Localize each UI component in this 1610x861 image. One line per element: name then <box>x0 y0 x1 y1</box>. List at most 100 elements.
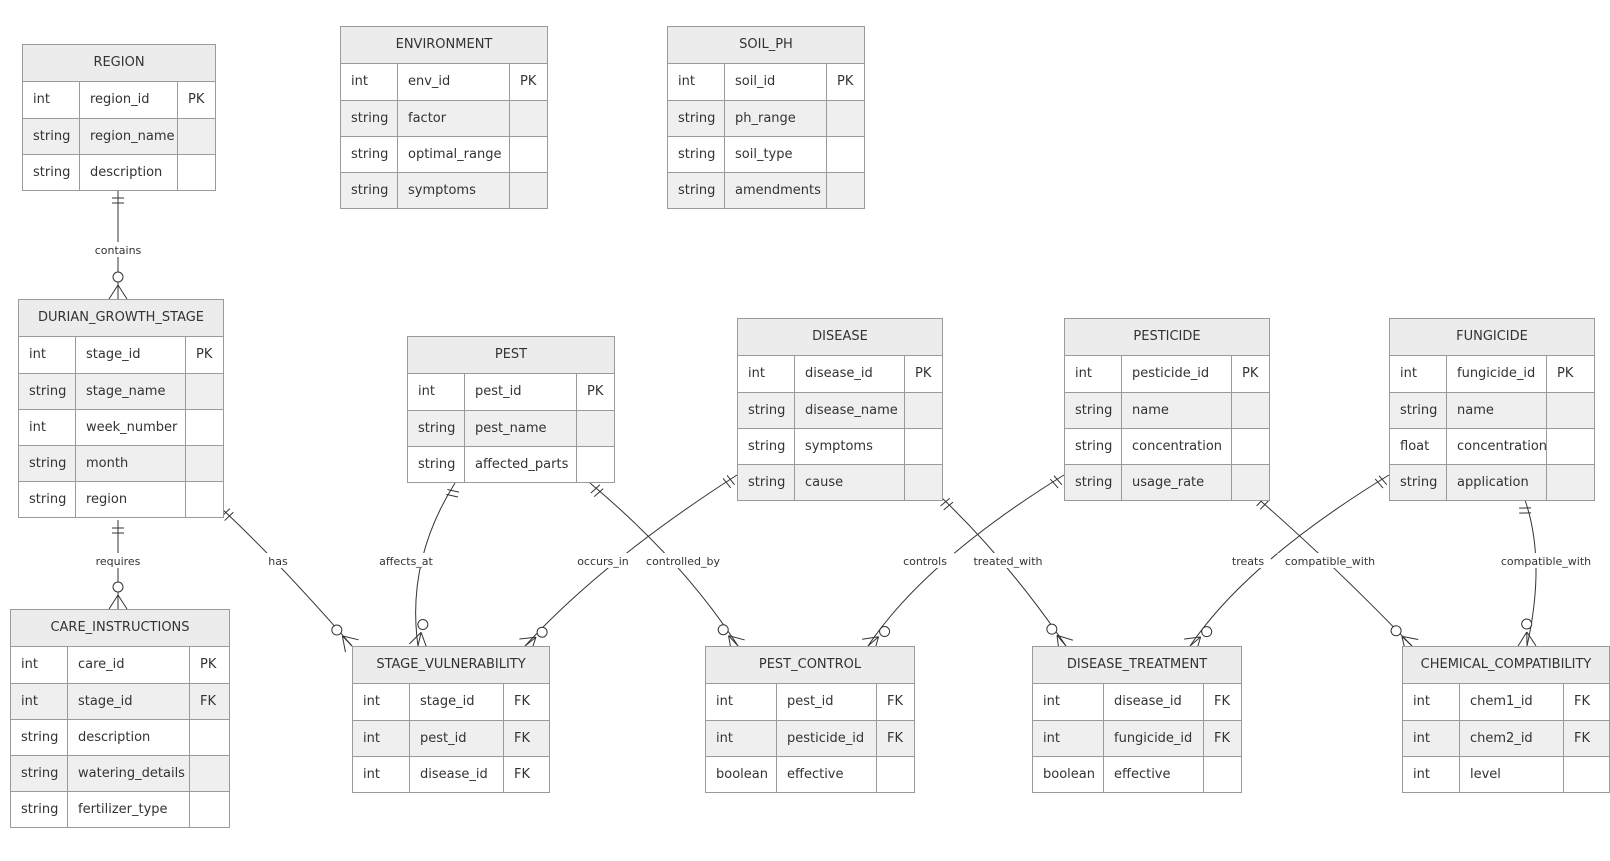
attribute-name: description <box>79 155 177 190</box>
attribute-name: name <box>1446 393 1546 428</box>
attribute-name: env_id <box>397 64 509 100</box>
attribute-name: pest_id <box>409 721 503 756</box>
attribute-key: FK <box>1203 721 1241 756</box>
attribute-name: pest_name <box>464 411 576 446</box>
attribute-key: PK <box>576 374 614 410</box>
attribute-type: string <box>678 111 716 126</box>
attribute-name: effective <box>1103 757 1203 792</box>
attribute-key <box>1563 757 1609 792</box>
attribute-name: factor <box>397 101 509 136</box>
attribute-type: string <box>1400 475 1438 490</box>
attribute-name: region_name <box>79 119 177 154</box>
entity-title: DISEASE_TREATMENT <box>1033 647 1241 684</box>
attribute-key: FK <box>503 684 549 720</box>
attribute-type: int <box>716 731 733 746</box>
entity-title: SOIL_PH <box>668 27 864 64</box>
zero-marker <box>1201 626 1213 638</box>
attribute-key <box>876 757 914 792</box>
label-background <box>265 553 291 568</box>
attribute-name: cause <box>794 465 904 500</box>
attribute-name: pest_id <box>776 684 876 720</box>
entity-title: FUNGICIDE <box>1390 319 1594 356</box>
crow-foot-marker <box>417 632 422 647</box>
attribute-type: string <box>351 111 389 126</box>
attribute-key <box>185 410 223 445</box>
zero-marker <box>1521 618 1533 630</box>
zero-marker <box>112 271 124 283</box>
attribute-type: int <box>748 366 765 381</box>
attribute-key <box>185 374 223 409</box>
attribute-type: string <box>1400 403 1438 418</box>
entity-title: CARE_INSTRUCTIONS <box>11 610 229 647</box>
relationship-pesticide-chemical-compatibility: compatible_with <box>1254 495 1419 653</box>
label-background <box>1493 553 1599 568</box>
relationship-fungicide-disease-treatment: treats <box>1184 474 1390 653</box>
attribute-key: PK <box>185 337 223 373</box>
attribute-name: soil_type <box>724 137 826 172</box>
zero-marker <box>112 581 124 593</box>
attribute-type: string <box>29 492 67 507</box>
attribute-name: application <box>1446 465 1546 500</box>
attribute-name: fertilizer_type <box>67 792 189 827</box>
zero-marker <box>417 619 429 631</box>
attribute-key: FK <box>503 721 549 756</box>
zero-marker <box>331 624 343 636</box>
relationship-disease-disease-treatment: treated_with <box>939 495 1074 652</box>
crow-foot-marker <box>108 284 119 300</box>
attribute-key <box>1231 465 1269 500</box>
attribute-name: effective <box>776 757 876 792</box>
zero-marker <box>717 624 729 636</box>
attribute-row: string application <box>1390 464 1594 500</box>
attribute-type: string <box>21 802 59 817</box>
label-background <box>1225 553 1271 568</box>
attribute-name: week_number <box>75 410 185 445</box>
attribute-name: disease_id <box>1103 684 1203 720</box>
attribute-key: PK <box>189 647 229 683</box>
label-background <box>895 553 955 568</box>
attribute-type: int <box>418 384 435 399</box>
attribute-type: int <box>21 657 38 672</box>
zero-marker <box>1390 625 1402 637</box>
attribute-name: soil_id <box>724 64 826 100</box>
attribute-type: int <box>21 694 38 709</box>
relationship-label: compatible_with <box>1501 555 1591 568</box>
attribute-type: string <box>33 129 71 144</box>
attribute-type: string <box>351 183 389 198</box>
attribute-type: string <box>1075 475 1113 490</box>
attribute-name: concentration <box>1446 429 1546 464</box>
attribute-name: stage_id <box>67 684 189 719</box>
attribute-name: month <box>75 446 185 481</box>
relationship-label: controlled_by <box>646 555 720 568</box>
attribute-key <box>509 137 547 172</box>
zero-marker <box>1046 623 1058 635</box>
one-marker <box>1259 500 1269 510</box>
attribute-type: string <box>351 147 389 162</box>
relationship-label: requires <box>96 555 141 568</box>
entity-title: REGION <box>23 45 215 82</box>
